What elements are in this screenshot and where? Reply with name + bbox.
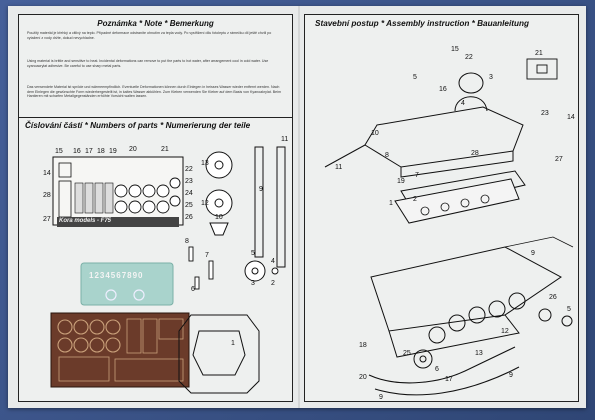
part-label: 19 bbox=[109, 148, 117, 155]
step-label: 8 bbox=[385, 152, 389, 159]
part-label: 5 bbox=[251, 250, 255, 257]
left-panel: Poznámka * Note * Bemerkung Použitý mate… bbox=[18, 14, 293, 402]
pe-fret-brass bbox=[50, 312, 190, 388]
step-label: 6 bbox=[435, 366, 439, 373]
part-label: 2 bbox=[271, 280, 275, 287]
step-label: 26 bbox=[549, 294, 557, 301]
decal-sheet bbox=[80, 262, 174, 306]
step-label: 27 bbox=[555, 156, 563, 163]
assembly-drawing: 15 22 3 5 16 4 21 10 8 23 14 27 11 19 7 … bbox=[324, 46, 575, 401]
step-label: 21 bbox=[535, 50, 543, 57]
step-label: 9 bbox=[531, 250, 535, 257]
part-label: 8 bbox=[185, 238, 189, 245]
wheel-parts bbox=[205, 151, 266, 282]
part-label: 22 bbox=[185, 166, 193, 173]
instruction-sheet: Poznámka * Note * Bemerkung Použitý mate… bbox=[8, 6, 586, 408]
part-label: 6 bbox=[191, 286, 195, 293]
step-label: 17 bbox=[445, 376, 453, 383]
step-label: 22 bbox=[465, 54, 473, 61]
step-label: 14 bbox=[567, 114, 575, 121]
part-label: 13 bbox=[201, 160, 209, 167]
part-label: 18 bbox=[97, 148, 105, 155]
detail-21 bbox=[526, 58, 558, 80]
step-label: 5 bbox=[413, 74, 417, 81]
part-label: 27 bbox=[43, 216, 51, 223]
small-parts bbox=[188, 246, 279, 290]
step-label: 18 bbox=[359, 342, 367, 349]
final-assembly bbox=[368, 236, 574, 396]
step-label: 1 bbox=[389, 200, 393, 207]
part-label: 3 bbox=[251, 280, 255, 287]
lower-hull-assembly bbox=[394, 170, 526, 224]
center-fold bbox=[298, 6, 300, 408]
step-label: 15 bbox=[451, 46, 459, 53]
step-label: 28 bbox=[471, 150, 479, 157]
step-label: 7 bbox=[415, 172, 419, 179]
assembly-title: Stavební postup * Assembly instruction *… bbox=[315, 19, 529, 28]
part-number-labels: 15 16 17 18 19 20 21 22 23 24 25 26 14 2… bbox=[43, 136, 288, 347]
note-paragraph-cz: Použitý materiál je křehký a citlivý na … bbox=[27, 31, 272, 40]
part-label: 14 bbox=[43, 170, 51, 177]
step-label: 13 bbox=[475, 350, 483, 357]
note-paragraph-de: Das verwendete Material ist spröde und w… bbox=[27, 85, 281, 99]
part-label: 23 bbox=[185, 178, 193, 185]
step-label: 3 bbox=[489, 74, 493, 81]
part-label: 28 bbox=[43, 192, 51, 199]
step-label: 19 bbox=[397, 178, 405, 185]
part-label: 24 bbox=[185, 190, 193, 197]
step-label: 25 bbox=[403, 350, 411, 357]
part-label: 7 bbox=[205, 252, 209, 259]
step-label: 2 bbox=[413, 196, 417, 203]
part-label: 17 bbox=[85, 148, 93, 155]
part-label: 25 bbox=[185, 202, 193, 209]
step-label: 20 bbox=[359, 374, 367, 381]
step-label: 9 bbox=[509, 372, 513, 379]
parts-drawing: 15 16 17 18 19 20 21 22 23 24 25 26 14 2… bbox=[43, 136, 288, 394]
step-label: 4 bbox=[461, 100, 465, 107]
part-label: 10 bbox=[215, 214, 223, 221]
upper-hull-assembly bbox=[324, 72, 524, 178]
part-label: 12 bbox=[201, 200, 209, 207]
part-label: 9 bbox=[259, 186, 263, 193]
assembly-step-labels: 15 22 3 5 16 4 21 10 8 23 14 27 11 19 7 … bbox=[335, 46, 575, 401]
note-title: Poznámka * Note * Bemerkung bbox=[97, 19, 214, 28]
step-label: 5 bbox=[567, 306, 571, 313]
note-paragraph-en: Using material is brittle and sensitive … bbox=[27, 59, 269, 68]
step-label: 10 bbox=[371, 130, 379, 137]
part-label: 21 bbox=[161, 146, 169, 153]
numbers-title: Číslování částí * Numbers of parts * Num… bbox=[25, 121, 251, 130]
step-label: 11 bbox=[335, 164, 342, 171]
pe-fret-brand: Kora models - F75 bbox=[59, 218, 112, 224]
part-label: 20 bbox=[129, 146, 137, 153]
step-label: 9 bbox=[379, 394, 383, 401]
part-label: 11 bbox=[281, 136, 288, 143]
decal-numbers: 1234567890 bbox=[89, 271, 144, 280]
step-label: 23 bbox=[541, 110, 549, 117]
step-label: 12 bbox=[501, 328, 509, 335]
part-label: 4 bbox=[271, 258, 275, 265]
part-label: 1 bbox=[231, 340, 235, 347]
step-label: 16 bbox=[439, 86, 447, 93]
right-panel: Stavební postup * Assembly instruction *… bbox=[304, 14, 579, 402]
part-label: 26 bbox=[185, 214, 193, 221]
track-strips bbox=[254, 146, 286, 268]
hull-plate bbox=[178, 314, 260, 394]
part-label: 15 bbox=[55, 148, 63, 155]
part-label: 16 bbox=[73, 148, 81, 155]
pe-fret-upper bbox=[52, 156, 184, 227]
panel-divider bbox=[19, 117, 292, 118]
